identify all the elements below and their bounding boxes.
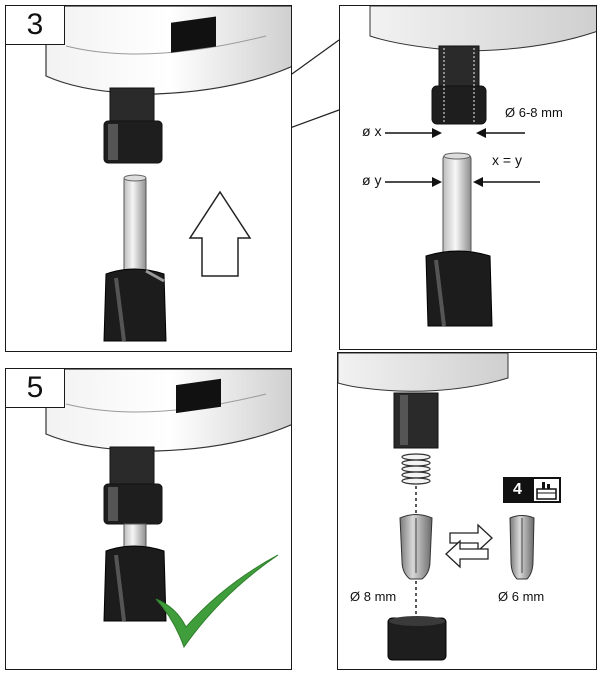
diameter-range-label: Ø 6-8 mm <box>505 105 563 120</box>
badge-number: 4 <box>513 481 522 498</box>
accessory-badge: 4 <box>503 477 561 503</box>
router-insert-bit-illustration <box>45 6 291 342</box>
diameter-x-label: ø x <box>362 123 382 139</box>
collet-8mm-label: Ø 8 mm <box>350 589 397 604</box>
collet-exchange-illustration <box>338 353 535 661</box>
diameter-detail-panel: ø x ø y Ø 6-8 mm x = y <box>339 5 597 350</box>
checkmark-icon <box>155 554 279 649</box>
step-number-3: 3 <box>6 6 65 45</box>
accessory-box-icon <box>534 479 559 501</box>
swap-right-arrow-icon <box>449 523 493 553</box>
collet-6mm-label: Ø 6 mm <box>498 589 545 604</box>
collet-shank-diameter-illustration <box>369 6 596 327</box>
diameter-y-label: ø y <box>362 172 382 188</box>
step-5-panel: 5 <box>5 368 292 670</box>
equal-diameter-label: x = y <box>492 152 522 168</box>
swap-left-arrow-icon <box>445 539 489 569</box>
collet-change-panel: Ø 8 mm Ø 6 mm <box>337 352 597 670</box>
router-bit-installed-illustration <box>45 369 291 649</box>
step-number-5: 5 <box>6 369 65 408</box>
step-3-panel: 3 <box>5 5 292 352</box>
